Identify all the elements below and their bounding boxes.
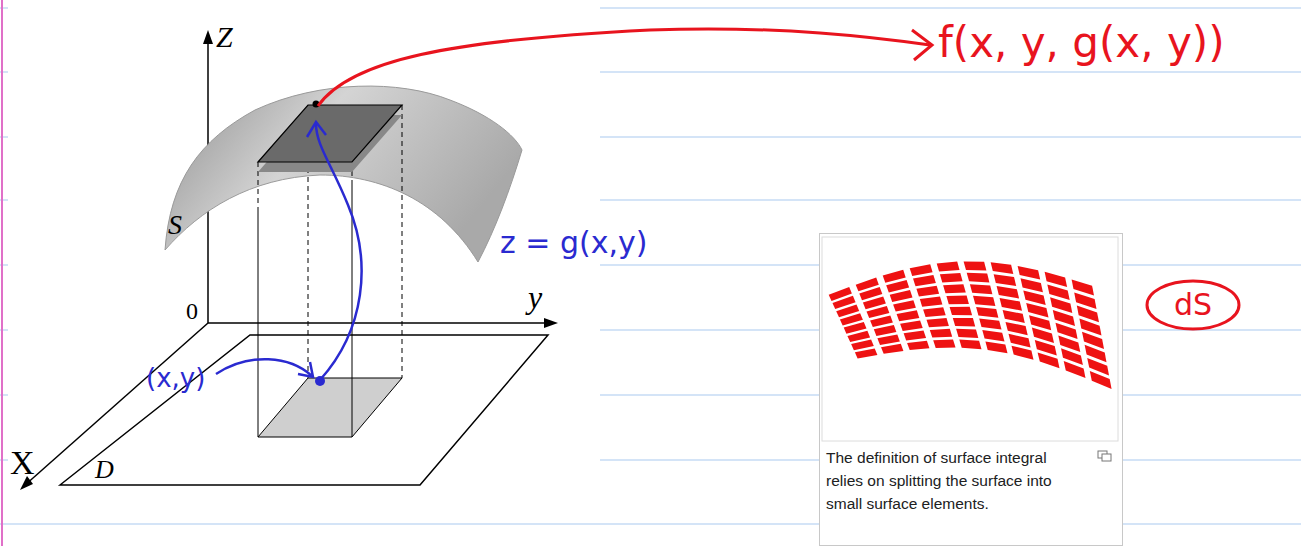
surface-tile: [985, 341, 1007, 353]
arrow-head: [307, 122, 326, 137]
surface-tile: [923, 307, 946, 317]
surface-tile: [1003, 310, 1025, 323]
surface-tile: [1021, 278, 1043, 292]
lift-arrow: [316, 124, 362, 380]
surface-tile: [855, 348, 878, 358]
axis-heads: [20, 30, 558, 490]
surface-tile: [870, 316, 893, 328]
surface-label: S: [168, 210, 182, 241]
surface-tile: [893, 300, 916, 311]
surface-tile: [967, 273, 990, 283]
surface-tile: [937, 262, 960, 272]
surface-tile: [916, 286, 939, 297]
surface-tile: [907, 341, 929, 350]
surface-tile: [973, 296, 995, 306]
surface-tile: [910, 264, 933, 276]
axis-label: Z: [216, 20, 233, 53]
circle-outline: [1147, 281, 1239, 329]
surface-tile: [920, 297, 943, 307]
domain-plane: [60, 335, 548, 485]
projection-lines: [258, 105, 402, 437]
surface-equation: z = g(x,y): [500, 226, 647, 259]
surface-tile: [1006, 322, 1028, 335]
arrow-head: [912, 30, 932, 60]
surface-tile: [946, 296, 969, 305]
surface-tile: [883, 270, 906, 283]
surface-tile: [874, 325, 897, 336]
surface-element-label: dS: [1174, 290, 1212, 320]
surface-tile: [900, 321, 923, 331]
surface-tile: [904, 331, 927, 341]
surface-tile: [959, 340, 981, 350]
surface-tile: [1012, 346, 1034, 360]
inset-ground: [819, 233, 1123, 546]
surface-tile: [1000, 298, 1022, 311]
picture-ground: [8, 0, 600, 522]
enlarge-icon: [1098, 451, 1111, 461]
surface-tile: [940, 273, 963, 283]
surface: [165, 86, 522, 262]
integrand-note: f(x, y, g(x, y)): [938, 20, 1225, 66]
domain-cell: [258, 378, 402, 437]
margin-line: [1, 0, 3, 546]
axis-label: y: [528, 280, 542, 315]
figure-card: The definition of surface integral relie…: [819, 233, 1123, 546]
surface-tile: [890, 290, 913, 302]
surface-tiles: [829, 261, 1112, 389]
surface-tile: [1026, 303, 1048, 318]
surface-tile: [1038, 352, 1060, 368]
surface-tile: [877, 334, 900, 345]
surface-tile: [997, 286, 1020, 298]
surface-tile: [881, 344, 903, 354]
surface-tile: [930, 329, 952, 338]
inset-frame: [822, 237, 1118, 441]
surface-tile: [976, 307, 998, 318]
point-note: (x,y): [146, 364, 205, 393]
surface-tile: [867, 306, 890, 318]
surface-tile: [991, 262, 1014, 274]
figure-caption: The definition of surface integral relie…: [826, 446, 1078, 515]
surface-tile: [1018, 266, 1041, 280]
surface-tile: [913, 275, 936, 286]
surface-tile: [847, 331, 870, 342]
surface-tile: [851, 340, 874, 351]
surface-tile: [994, 274, 1017, 286]
surface-tile: [1064, 361, 1086, 378]
surface-tile: [970, 284, 993, 294]
surface-tile: [897, 310, 920, 321]
surface-tile: [953, 318, 975, 327]
surface-tile: [927, 318, 949, 327]
surface-patch: [258, 105, 402, 162]
surface-tile: [950, 307, 973, 316]
arrow-head: [298, 362, 313, 377]
surface-tile: [956, 329, 978, 338]
surface-tile: [1023, 291, 1045, 305]
surface-tile: [982, 330, 1004, 341]
surface-tile: [979, 319, 1001, 330]
origin-label: 0: [186, 298, 198, 324]
point-arrow: [216, 359, 312, 376]
axis-label: X: [10, 444, 35, 481]
surface-tile: [964, 261, 987, 270]
surface-tile: [1009, 334, 1031, 348]
circled-note: dS: [1145, 279, 1241, 331]
surface-tile: [933, 340, 955, 348]
surface-tile: [1090, 371, 1112, 389]
annotation-arrow: [318, 29, 930, 106]
domain-label: D: [95, 456, 114, 485]
surface-tile: [943, 284, 966, 293]
surface-tile: [886, 280, 909, 292]
axes: [24, 38, 552, 486]
